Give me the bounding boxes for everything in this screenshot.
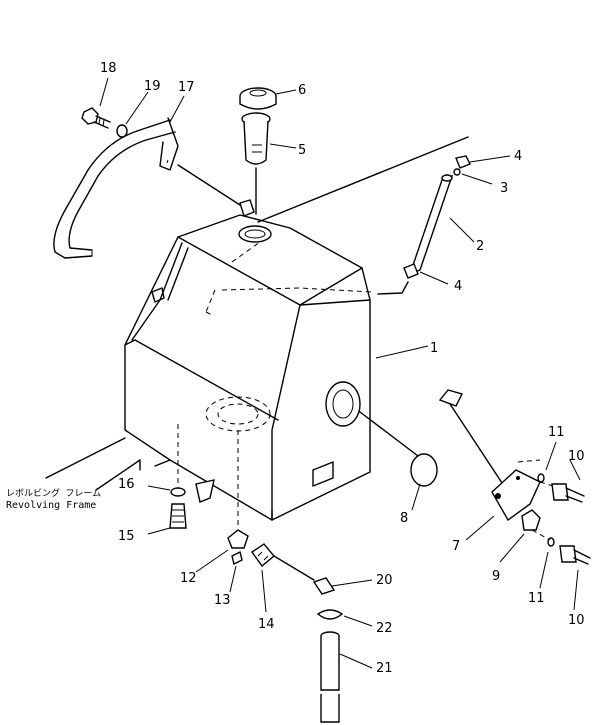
callout-10-top: 10	[568, 449, 585, 464]
level-gauge	[410, 453, 438, 487]
callout-20: 20	[376, 573, 393, 588]
callout-19: 19	[144, 79, 161, 94]
callout-12: 12	[180, 571, 197, 586]
cover-assembly	[438, 389, 591, 565]
callout-21: 21	[376, 661, 393, 676]
callout-17: 17	[178, 80, 195, 95]
revolving-frame-label-en: Revolving Frame	[6, 500, 96, 511]
callout-22: 22	[376, 621, 393, 636]
bolt-15	[169, 424, 215, 529]
callout-14: 14	[258, 617, 275, 632]
callout-2: 2	[476, 239, 484, 254]
callouts: 1 2 3 4 4 5 6 7 8 9 10 10 11 11 12 13 14…	[100, 61, 585, 676]
callout-16: 16	[118, 477, 135, 492]
callout-6: 6	[298, 83, 306, 98]
strainer	[241, 112, 271, 215]
revolving-frame-label-jp: レボルビング フレーム	[6, 487, 101, 499]
washer-19	[116, 124, 128, 138]
callout-13: 13	[214, 593, 231, 608]
bolt-18	[81, 107, 111, 129]
callout-11-bottom: 11	[528, 591, 545, 606]
leader-lines	[99, 77, 581, 669]
callout-1: 1	[430, 341, 438, 356]
filler-cap	[239, 87, 277, 110]
drain-assembly	[227, 430, 344, 723]
callout-8: 8	[400, 511, 408, 526]
callout-10-bottom: 10	[568, 613, 585, 628]
fuel-tank	[45, 136, 469, 521]
callout-9: 9	[492, 569, 500, 584]
breather-hose	[377, 155, 471, 295]
callout-3: 3	[500, 181, 508, 196]
callout-18: 18	[100, 61, 117, 76]
handrail	[53, 117, 255, 259]
callout-11-top: 11	[548, 425, 565, 440]
callout-5: 5	[298, 143, 306, 158]
callout-4-bottom: 4	[454, 279, 462, 294]
callout-7: 7	[452, 539, 460, 554]
callout-15: 15	[118, 529, 135, 544]
callout-4-top: 4	[514, 149, 522, 164]
